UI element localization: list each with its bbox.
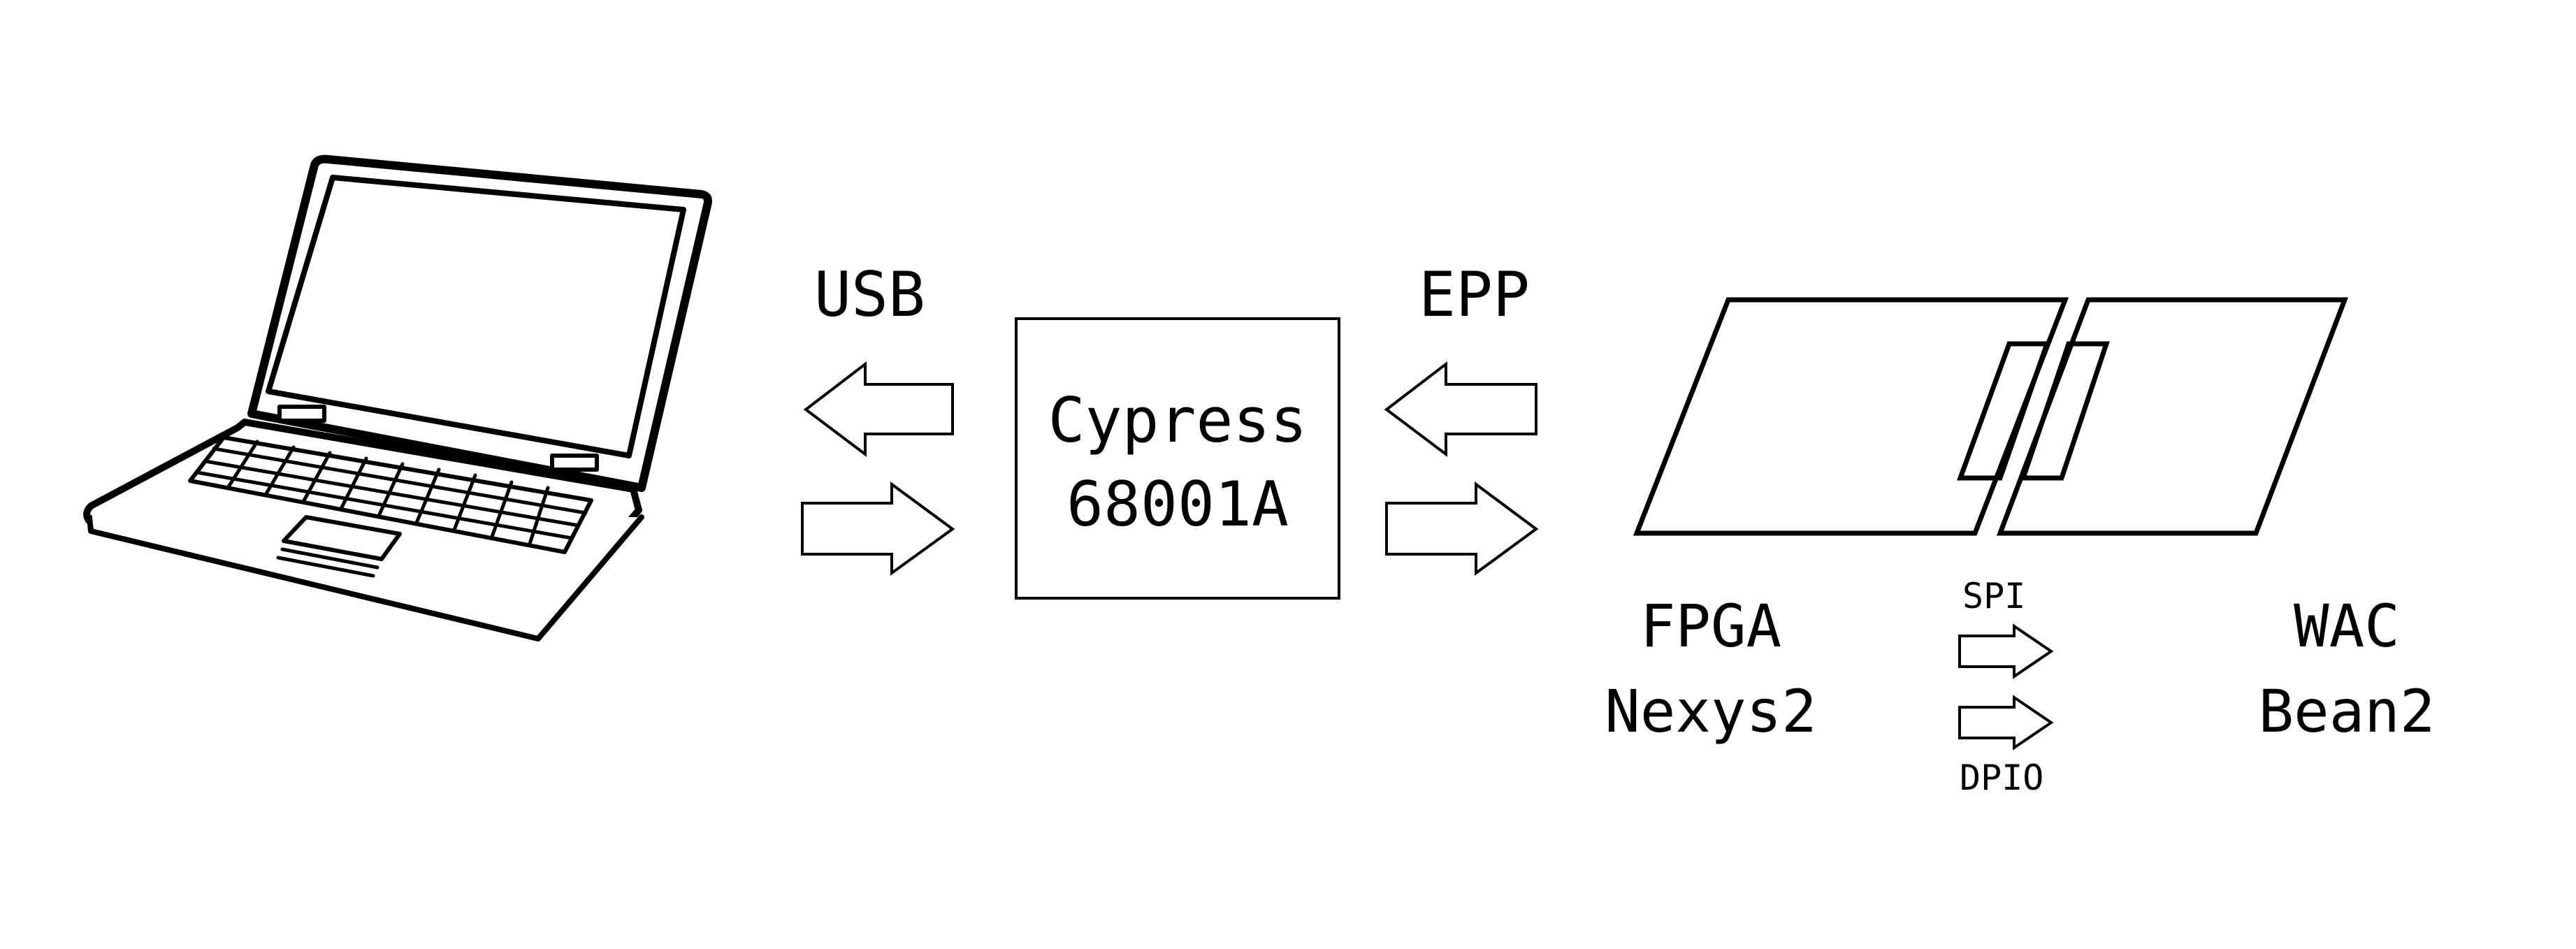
epp-label: EPP <box>1419 259 1530 331</box>
fpga-label-name: FPGA <box>1640 592 1781 660</box>
dpio-arrow <box>1958 695 2054 751</box>
cypress-chip-box <box>1015 317 1340 600</box>
epp-arrow-right <box>1385 481 1539 576</box>
chip-label-part: 68001A <box>1066 468 1289 540</box>
dpio-label: DPIO <box>1960 758 2043 798</box>
spi-label: SPI <box>1962 576 2025 616</box>
usb-arrow-right <box>801 481 955 576</box>
wac-board-shape <box>1996 297 2349 536</box>
fpga-board-shape <box>1633 297 2069 536</box>
chip-label-name: Cypress <box>1048 384 1308 456</box>
laptop-icon <box>83 154 712 642</box>
usb-label: USB <box>814 259 925 331</box>
wac-label-model: Bean2 <box>2259 677 2436 746</box>
fpga-label-model: Nexys2 <box>1605 677 1816 746</box>
usb-arrow-left <box>803 361 954 458</box>
epp-arrow-left <box>1384 361 1537 458</box>
spi-arrow <box>1958 623 2054 679</box>
wac-label-name: WAC <box>2294 592 2400 660</box>
